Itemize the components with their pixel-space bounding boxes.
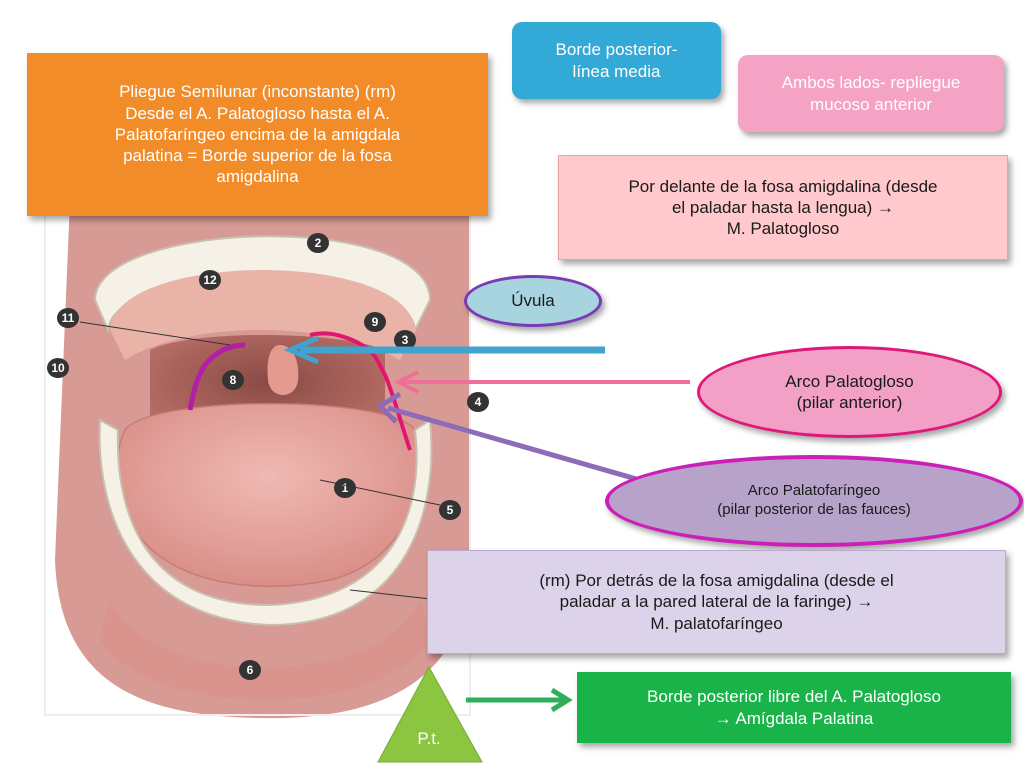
svg-text:2: 2: [315, 236, 322, 250]
svg-text:12: 12: [203, 273, 217, 287]
svg-text:3: 3: [402, 333, 409, 347]
leader-lines: [79, 321, 441, 601]
borde-libre-text: Borde posterior libre del A. Palatogloso…: [647, 687, 941, 728]
svg-text:11: 11: [62, 311, 75, 325]
marker-11: 11: [57, 308, 79, 328]
lower-lip: [100, 600, 430, 700]
marker-6: 6: [239, 660, 261, 680]
uvula-text: Úvula: [511, 291, 555, 311]
por-detras-box: (rm) Por detrás de la fosa amigdalina (d…: [427, 550, 1006, 654]
por-delante-box: Por delante de la fosa amigdalina (desde…: [558, 155, 1008, 260]
ambos-lados-text: Ambos lados- repliegue mucoso anterior: [781, 73, 961, 114]
pliegue-semilunar-box: Pliegue Semilunar (inconstante) (rm) Des…: [27, 53, 488, 216]
borde-posterior-text: Borde posterior- línea media: [555, 40, 678, 81]
marker-3: 3: [394, 330, 416, 350]
marker-12: 12: [199, 270, 221, 290]
por-delante-text: Por delante de la fosa amigdalina (desde…: [628, 176, 938, 239]
borde-libre-box: Borde posterior libre del A. Palatogloso…: [577, 672, 1011, 743]
arco-palatogloso-oval: Arco Palatogloso (pilar anterior): [697, 346, 1002, 438]
marker-5: 5: [439, 500, 461, 520]
pliegue-semilunar-text: Pliegue Semilunar (inconstante) (rm) Des…: [114, 82, 401, 187]
marker-9: 9: [364, 312, 386, 332]
svg-text:10: 10: [51, 361, 65, 375]
marker-1: 1: [334, 478, 356, 498]
arco-palatofaringeo-oval: Arco Palatofaríngeo (pilar posterior de …: [605, 455, 1023, 547]
tongue: [116, 403, 421, 587]
arco-palatogloso-text: Arco Palatogloso (pilar anterior): [785, 371, 914, 412]
svg-text:5: 5: [447, 503, 454, 517]
svg-text:4: 4: [475, 395, 482, 409]
uvula-oval: Úvula: [464, 275, 602, 327]
svg-text:6: 6: [247, 663, 254, 677]
palate: [110, 270, 415, 360]
ambos-lados-box: Ambos lados- repliegue mucoso anterior: [738, 55, 1004, 132]
arco-palatofaringeo-text: Arco Palatofaríngeo (pilar posterior de …: [717, 482, 911, 518]
pt-label: P.t.: [417, 729, 441, 748]
marker-8: 8: [222, 370, 244, 390]
svg-text:9: 9: [372, 315, 379, 329]
marker-4: 4: [467, 392, 489, 412]
marker-10: 10: [47, 358, 69, 378]
svg-text:1: 1: [342, 481, 349, 495]
svg-text:8: 8: [230, 373, 237, 387]
borde-posterior-box: Borde posterior- línea media: [512, 22, 721, 99]
marker-2: 2: [307, 233, 329, 253]
por-detras-text: (rm) Por detrás de la fosa amigdalina (d…: [539, 571, 894, 633]
palatopharyngeal-arch-highlight: [187, 342, 246, 411]
